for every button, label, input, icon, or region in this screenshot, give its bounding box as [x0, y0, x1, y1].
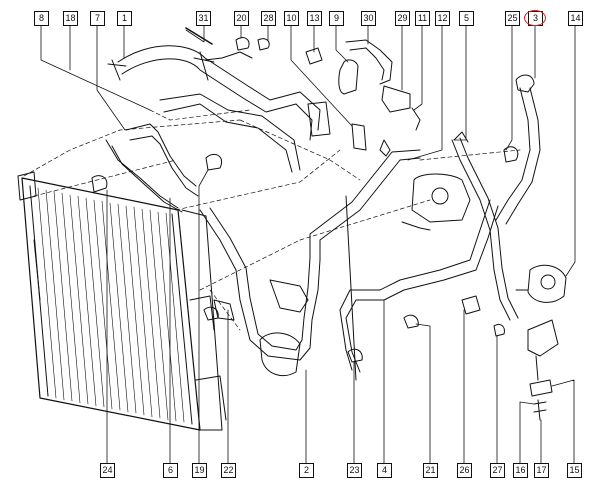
- outlet-housing: [401, 131, 471, 231]
- callout-part-7[interactable]: 7: [90, 11, 105, 26]
- callout-part-16[interactable]: 16: [513, 463, 528, 478]
- upper-right-parts: [305, 39, 421, 157]
- callout-part-15[interactable]: 15: [567, 463, 582, 478]
- callout-part-20[interactable]: 20: [234, 11, 249, 26]
- callout-part-4[interactable]: 4: [377, 463, 392, 478]
- auxiliary-pump: [461, 264, 567, 421]
- callout-part-28[interactable]: 28: [261, 11, 276, 26]
- callout-part-19[interactable]: 19: [192, 463, 207, 478]
- highlight-ring-part-3: [524, 10, 546, 26]
- callout-part-13[interactable]: 13: [307, 11, 322, 26]
- callout-part-9[interactable]: 9: [329, 11, 344, 26]
- callout-part-5[interactable]: 5: [459, 11, 474, 26]
- callout-part-2[interactable]: 2: [299, 463, 314, 478]
- callout-part-24[interactable]: 24: [100, 463, 115, 478]
- callout-part-22[interactable]: 22: [221, 463, 236, 478]
- callout-part-27[interactable]: 27: [490, 463, 505, 478]
- callout-part-12[interactable]: 12: [435, 11, 450, 26]
- callout-part-17[interactable]: 17: [534, 463, 549, 478]
- callout-part-18[interactable]: 18: [63, 11, 78, 26]
- small-clamps: [203, 306, 419, 363]
- callout-part-6[interactable]: 6: [163, 463, 178, 478]
- callout-part-21[interactable]: 21: [423, 463, 438, 478]
- callout-part-11[interactable]: 11: [415, 11, 430, 26]
- callout-part-25[interactable]: 25: [505, 11, 520, 26]
- callout-part-31[interactable]: 31: [196, 11, 211, 26]
- callout-part-8[interactable]: 8: [34, 11, 49, 26]
- callout-part-1[interactable]: 1: [117, 11, 132, 26]
- callout-part-30[interactable]: 30: [361, 11, 376, 26]
- lower-center-hoses: [199, 149, 421, 376]
- callout-part-26[interactable]: 26: [457, 463, 472, 478]
- right-hose-group: [339, 74, 541, 381]
- callout-part-23[interactable]: 23: [347, 463, 362, 478]
- callout-part-14[interactable]: 14: [568, 11, 583, 26]
- upper-hose-group: [107, 27, 331, 141]
- callout-part-10[interactable]: 10: [284, 11, 299, 26]
- radiator-drawing: [17, 171, 227, 431]
- mid-left-hoses: [91, 93, 301, 213]
- callout-part-29[interactable]: 29: [395, 11, 410, 26]
- leader-lines: [40, 24, 576, 464]
